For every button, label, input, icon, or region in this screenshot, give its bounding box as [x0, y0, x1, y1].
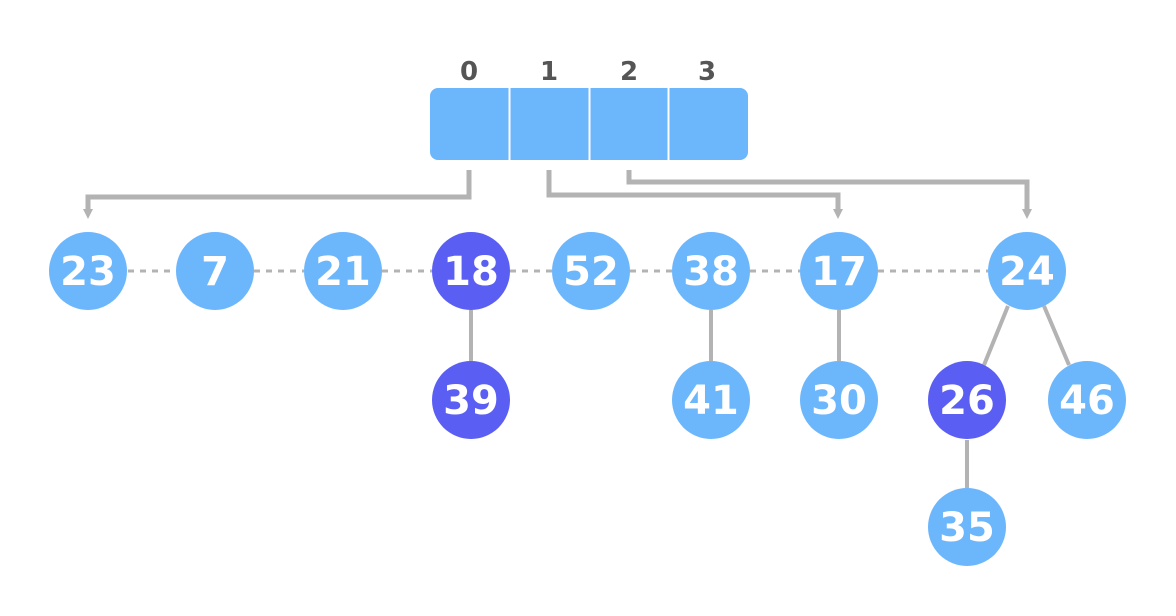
heap-node-21: 21: [304, 232, 382, 310]
node-label: 23: [60, 249, 116, 295]
node-label: 21: [315, 249, 371, 295]
node-label: 38: [683, 249, 739, 295]
pointer-arrow-index-1: [546, 170, 843, 219]
node-circle: [672, 361, 750, 439]
heap-nodes: 23 7 21 18 52 38 17 24 39 41 30 26 46 35: [49, 232, 1126, 566]
pointer-arrow-index-0: [83, 170, 472, 219]
array-index-2: 2: [620, 57, 638, 87]
heap-node-38: 38: [672, 232, 750, 310]
heap-node-23: 23: [49, 232, 127, 310]
heap-node-7: 7: [176, 232, 254, 310]
heap-node-39: 39: [432, 361, 510, 439]
heap-node-18: 18: [432, 232, 510, 310]
node-label: 46: [1059, 378, 1115, 424]
node-circle: [672, 232, 750, 310]
node-label: 35: [939, 505, 995, 551]
node-circle: [552, 232, 630, 310]
node-circle: [988, 232, 1066, 310]
array-index-1: 1: [540, 57, 558, 87]
child-edges: [469, 305, 1071, 488]
heap-node-41: 41: [672, 361, 750, 439]
array-index-0: 0: [460, 57, 478, 87]
degree-array: [430, 88, 748, 160]
node-circle: [1048, 361, 1126, 439]
node-label: 26: [939, 378, 995, 424]
marked-node-circle: [432, 232, 510, 310]
heap-node-30: 30: [800, 361, 878, 439]
heap-node-35: 35: [928, 488, 1006, 566]
node-label: 52: [563, 249, 619, 295]
array-index-3: 3: [698, 57, 716, 87]
node-label: 39: [443, 378, 499, 424]
marked-node-circle: [432, 361, 510, 439]
heap-node-26: 26: [928, 361, 1006, 439]
heap-node-24: 24: [988, 232, 1066, 310]
edge-24-26: [982, 305, 1010, 366]
node-circle: [800, 361, 878, 439]
marked-node-circle: [928, 361, 1006, 439]
node-label: 7: [201, 249, 229, 295]
node-circle: [176, 232, 254, 310]
node-circle: [49, 232, 127, 310]
node-circle: [304, 232, 382, 310]
heap-node-52: 52: [552, 232, 630, 310]
edge-24-46: [1042, 305, 1071, 366]
heap-node-46: 46: [1048, 361, 1126, 439]
node-label: 30: [811, 378, 867, 424]
array-pointers: [83, 170, 1032, 219]
node-circle: [928, 488, 1006, 566]
array-index-labels: 0 1 2 3: [460, 57, 716, 87]
node-label: 41: [683, 378, 739, 424]
node-label: 18: [443, 249, 499, 295]
heap-node-17: 17: [800, 232, 878, 310]
node-label: 24: [999, 249, 1055, 295]
pointer-arrow-index-2: [626, 170, 1032, 219]
node-circle: [800, 232, 878, 310]
node-label: 17: [811, 249, 867, 295]
